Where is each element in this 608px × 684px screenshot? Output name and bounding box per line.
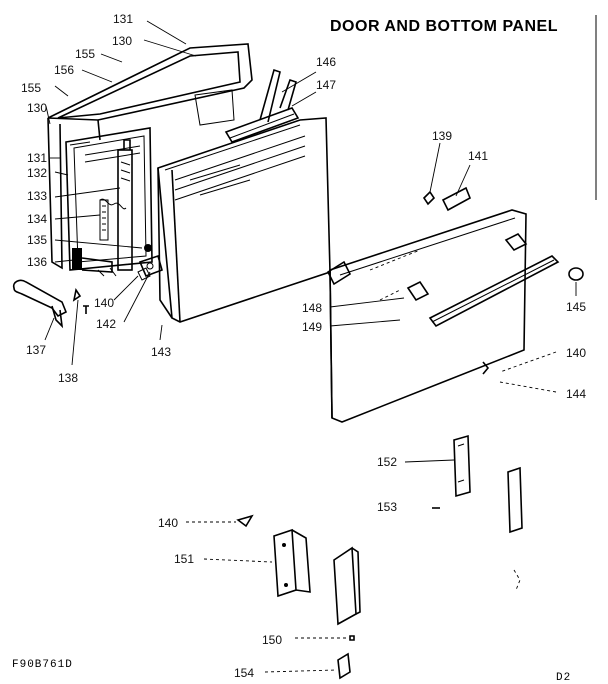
callout-155: 155 (75, 47, 95, 61)
callout-137: 137 (26, 343, 46, 357)
callout-149: 149 (302, 320, 322, 334)
callout-142: 142 (96, 317, 116, 331)
callout-136: 136 (27, 255, 47, 269)
bracket-152 (453, 434, 471, 498)
callout-141: 141 (468, 149, 488, 163)
callout-131: 131 (27, 151, 47, 165)
drawing-code: F90B761D (12, 659, 73, 671)
screw-140-lower (236, 514, 254, 528)
callout-134: 134 (27, 212, 47, 226)
callout-147: 147 (316, 78, 336, 92)
callout-139: 139 (432, 129, 452, 143)
callout-132: 132 (27, 166, 47, 180)
callout-130: 130 (27, 101, 47, 115)
callout-145: 145 (566, 300, 586, 314)
callout-138: 138 (58, 371, 78, 385)
callout-140: 140 (566, 346, 586, 360)
callout-155: 155 (21, 81, 41, 95)
callout-152: 152 (377, 455, 397, 469)
door-outer-panel (157, 68, 331, 323)
bracket-151 (273, 528, 311, 598)
callout-130: 130 (112, 34, 132, 48)
bottom-panel (326, 186, 584, 423)
callout-135: 135 (27, 233, 47, 247)
callout-156: 156 (54, 63, 74, 77)
diagram-title: DOOR AND BOTTOM PANEL (330, 18, 558, 35)
callout-labels: 131 130 155 156 155 130 131 132 133 134 … (21, 12, 586, 680)
page-code: D2 (556, 672, 571, 684)
callout-146: 146 (316, 55, 336, 69)
bracket-153 (432, 466, 523, 534)
hinge-screws (72, 254, 163, 314)
hinge-arm (12, 279, 68, 329)
callout-151: 151 (174, 552, 194, 566)
callout-153: 153 (377, 500, 397, 514)
hinge-assembly (72, 139, 152, 277)
channel-piece (333, 546, 361, 680)
callout-143: 143 (151, 345, 171, 359)
callout-144: 144 (566, 387, 586, 401)
inner-door-panel (65, 127, 153, 271)
callout-131: 131 (113, 12, 133, 26)
leader-lines (44, 20, 577, 673)
callout-133: 133 (27, 189, 47, 203)
callout-154: 154 (234, 666, 254, 680)
callout-140: 140 (158, 516, 178, 530)
callout-148: 148 (302, 301, 322, 315)
small-fastener (513, 569, 521, 591)
callout-150: 150 (262, 633, 282, 647)
callout-140: 140 (94, 296, 114, 310)
